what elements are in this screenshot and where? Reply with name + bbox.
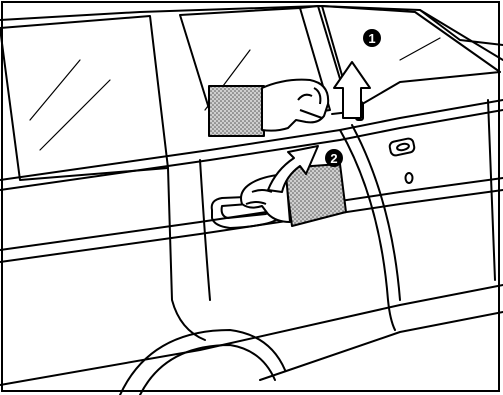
step-number-2: 2 [330, 151, 337, 166]
step-badge-1: 1 [363, 29, 381, 47]
step-badge-2: 2 [325, 149, 343, 167]
rear-door-handle [389, 138, 415, 157]
upper-hand [209, 80, 328, 136]
keyhole-icon [406, 173, 413, 183]
lower-hand [241, 164, 346, 226]
arrow-up-icon [334, 62, 370, 118]
step-number-1: 1 [368, 31, 375, 46]
